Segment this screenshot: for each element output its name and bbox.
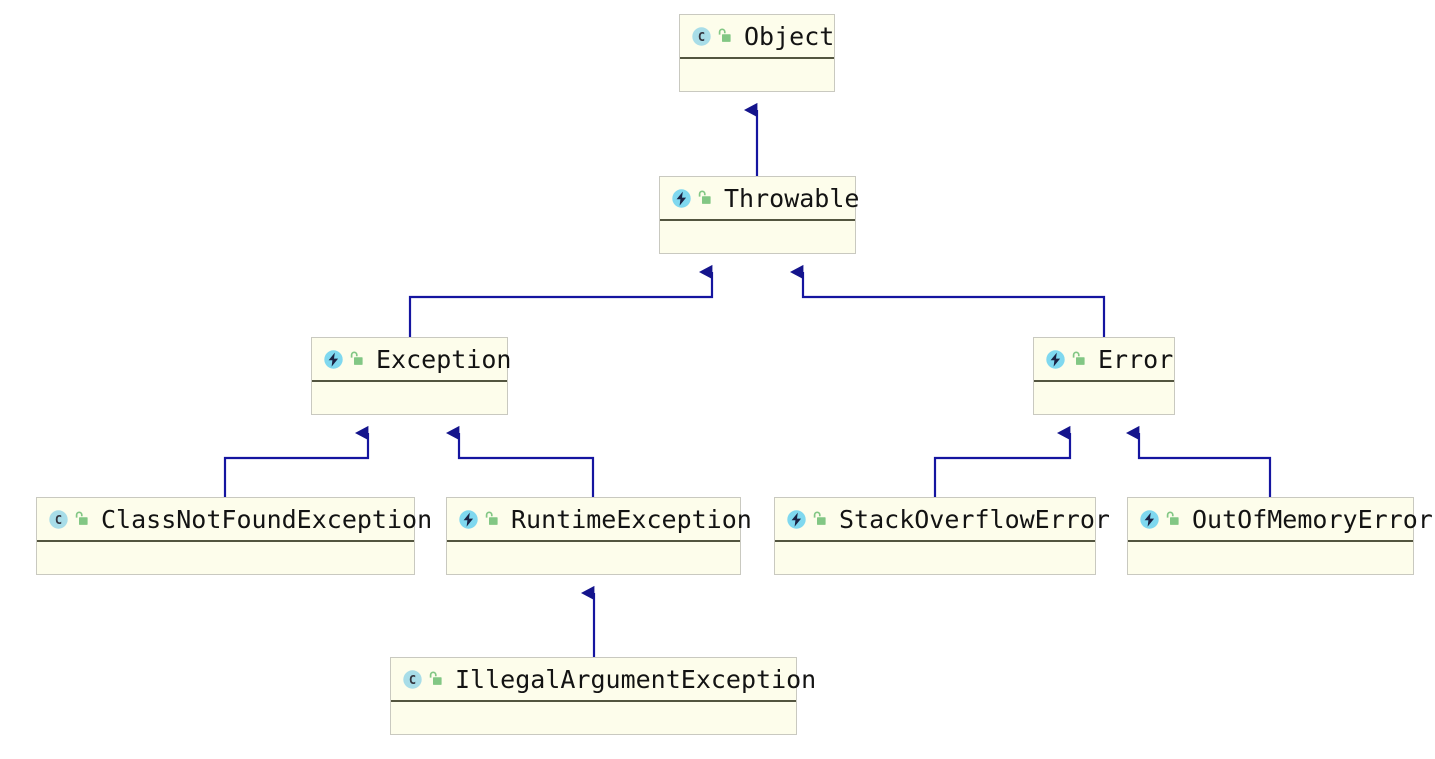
open-padlock-icon [484, 511, 499, 527]
exception-bolt-icon [1045, 349, 1066, 370]
class-header: Exception [312, 338, 511, 382]
open-padlock-icon [428, 671, 443, 687]
class-name-label: Throwable [724, 183, 860, 213]
exception-bolt-icon [458, 509, 479, 530]
inheritance-edge-soe-error [933, 425, 1072, 497]
class-name-label: StackOverflowError [839, 504, 1110, 534]
exception-bolt-icon [1139, 509, 1160, 530]
class-members-compartment [312, 382, 507, 414]
class-members-compartment [37, 542, 414, 574]
exception-bolt-icon [323, 349, 344, 370]
open-padlock-icon [74, 511, 89, 527]
open-padlock-icon [812, 511, 827, 527]
exception-bolt-icon [671, 188, 692, 209]
class-c-icon: C [691, 26, 712, 47]
uml-class-exception[interactable]: Exception [311, 337, 511, 415]
class-name-label: ClassNotFoundException [101, 504, 433, 534]
class-members-compartment [1034, 382, 1174, 414]
class-members-compartment [680, 59, 834, 91]
class-header: RuntimeException [447, 498, 752, 542]
exception-bolt-icon [786, 509, 807, 530]
class-header: C ClassNotFoundException [37, 498, 432, 542]
uml-class-throwable[interactable]: Throwable [659, 176, 859, 254]
class-members-compartment [447, 542, 740, 574]
class-header: C Object [680, 15, 834, 59]
class-members-compartment [391, 702, 796, 734]
class-header: C IllegalArgumentException [391, 658, 816, 702]
class-name-label: Exception [376, 344, 512, 374]
class-members-compartment [775, 542, 1095, 574]
class-name-label: Object [744, 21, 835, 51]
svg-text:C: C [409, 673, 416, 687]
class-name-label: RuntimeException [511, 504, 752, 534]
class-c-icon: C [402, 669, 423, 690]
class-members-compartment [1128, 542, 1413, 574]
inheritance-edge-cnfe-exception [223, 425, 370, 497]
class-header: OutOfMemoryError [1128, 498, 1433, 542]
uml-class-classnotfoundexception[interactable]: C ClassNotFoundException [36, 497, 432, 575]
class-header: StackOverflowError [775, 498, 1110, 542]
class-name-label: Error [1098, 344, 1174, 374]
uml-class-outofmemoryerror[interactable]: OutOfMemoryError [1127, 497, 1433, 575]
uml-class-illegalargumentexception[interactable]: C IllegalArgumentException [390, 657, 816, 735]
class-header: Error [1034, 338, 1174, 382]
open-padlock-icon [717, 28, 732, 44]
class-header: Throwable [660, 177, 859, 221]
open-padlock-icon [697, 190, 712, 206]
inheritance-edge-rte-exception [446, 425, 595, 497]
uml-class-object[interactable]: C Object [679, 14, 835, 92]
uml-class-error[interactable]: Error [1033, 337, 1175, 415]
inheritance-edge-oome-error [1126, 425, 1272, 497]
open-padlock-icon [1165, 511, 1180, 527]
uml-class-stackoverflowerror[interactable]: StackOverflowError [774, 497, 1110, 575]
class-members-compartment [660, 221, 855, 253]
class-name-label: IllegalArgumentException [455, 664, 817, 694]
open-padlock-icon [349, 351, 364, 367]
class-c-icon: C [48, 509, 69, 530]
class-name-label: OutOfMemoryError [1192, 504, 1433, 534]
inheritance-edge-error-throwable [790, 264, 1106, 337]
svg-text:C: C [55, 513, 62, 527]
uml-class-runtimeexception[interactable]: RuntimeException [446, 497, 752, 575]
inheritance-edge-exception-throwable [408, 264, 714, 337]
open-padlock-icon [1071, 351, 1086, 367]
svg-text:C: C [698, 30, 705, 44]
